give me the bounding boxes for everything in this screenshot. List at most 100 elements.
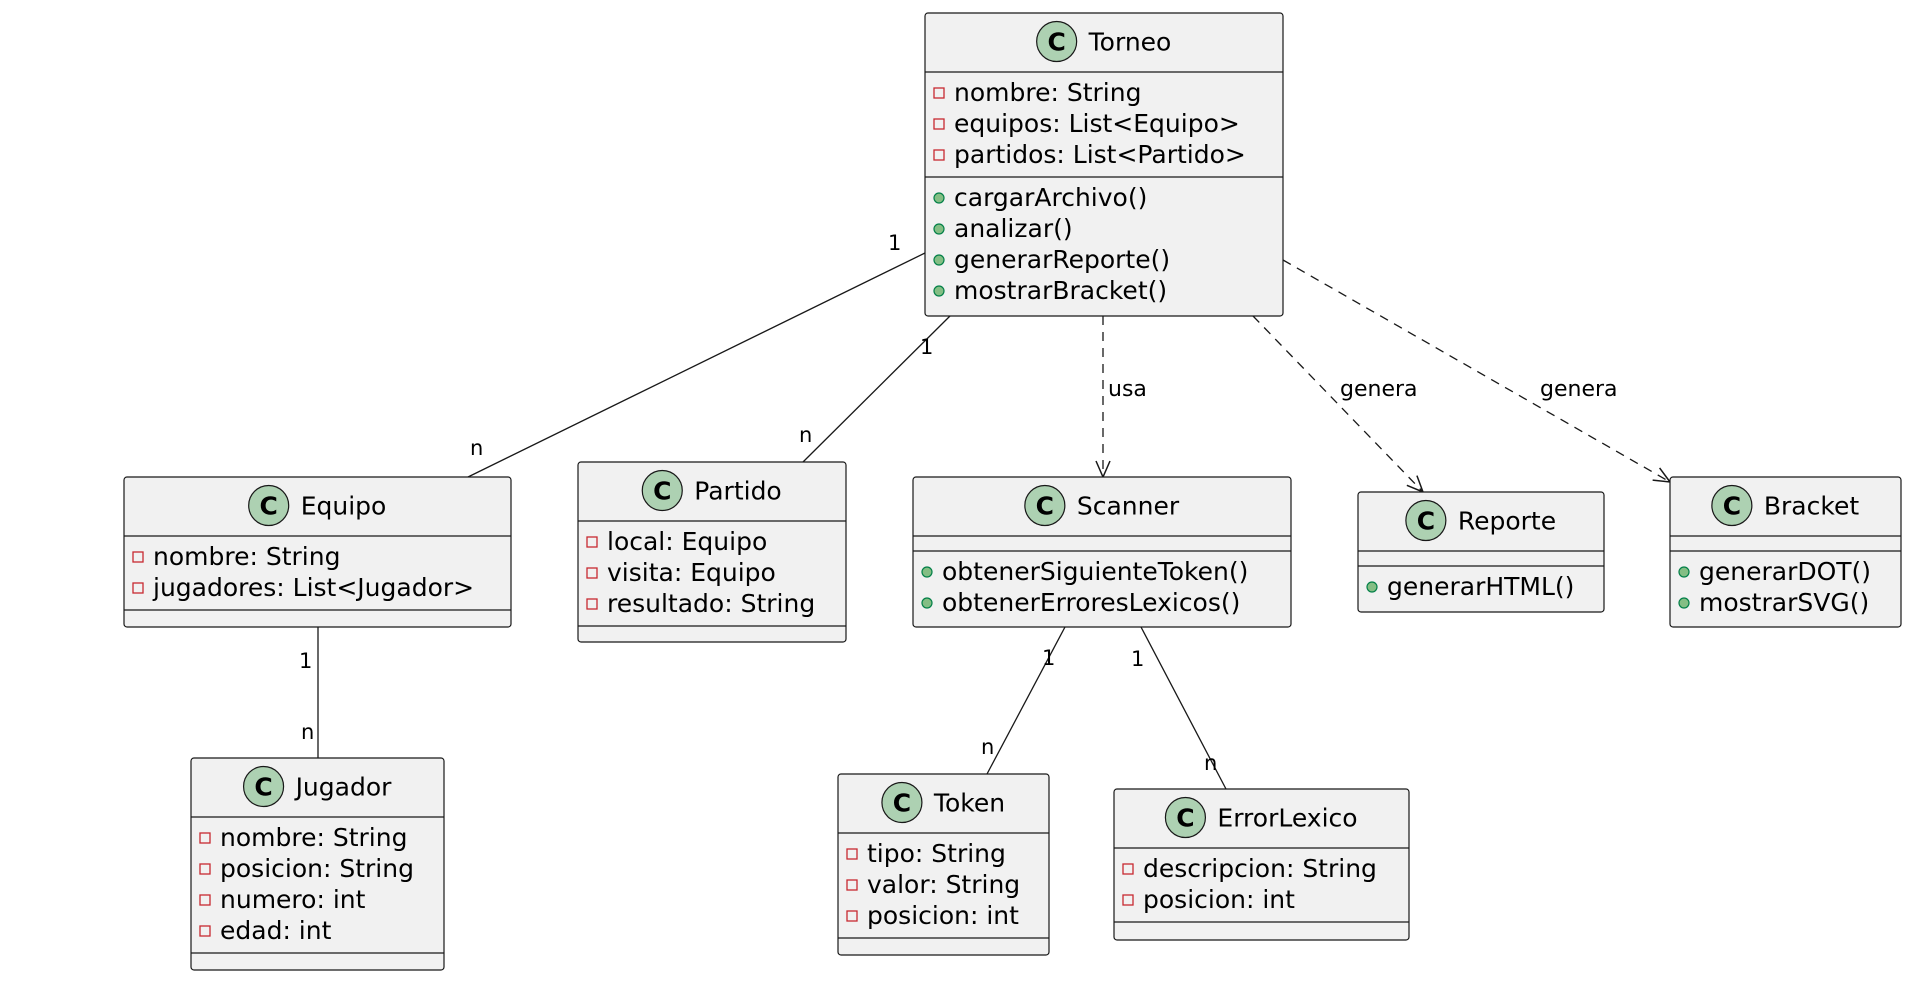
private-visibility-icon	[933, 149, 945, 161]
private-visibility-icon	[199, 894, 211, 906]
multiplicity-source: 1	[1042, 646, 1055, 670]
public-visibility-icon	[933, 192, 945, 204]
multiplicity-target: n	[470, 436, 483, 460]
class-name: Scanner	[1077, 492, 1180, 521]
public-visibility-icon	[1678, 597, 1690, 609]
class-attribute: descripcion: String	[1143, 854, 1377, 883]
dependency-line	[1282, 259, 1671, 483]
class-box	[912, 476, 1292, 628]
association-line	[802, 315, 951, 463]
multiplicity-target: n	[981, 735, 994, 759]
class-icon-letter: C	[1417, 507, 1435, 536]
class-name: Token	[933, 789, 1005, 818]
class-name: Torneo	[1088, 28, 1172, 57]
relation-torneo-reporte	[1252, 315, 1425, 494]
class-stereotype-icon	[242, 765, 285, 808]
class-attribute: partidos: List<Partido>	[954, 140, 1246, 169]
private-visibility-icon	[132, 582, 144, 594]
relation-labels-layer: 1 n 1 n usa genera genera 1 n 1 n 1 n	[299, 231, 1618, 775]
class-name: Reporte	[1458, 507, 1556, 536]
class-icon-letter: C	[1723, 492, 1741, 521]
relation-torneo-partido	[802, 315, 951, 463]
multiplicity-target: n	[1204, 751, 1217, 775]
multiplicity-source: 1	[888, 231, 901, 255]
dependency-line	[1252, 315, 1424, 493]
class-stereotype-icon	[1024, 484, 1066, 527]
public-visibility-icon	[921, 566, 933, 578]
association-line	[986, 626, 1066, 775]
class-icon-letter: C	[254, 773, 272, 802]
public-visibility-icon	[1366, 581, 1378, 593]
class-icon-letter: C	[260, 492, 278, 521]
private-visibility-icon	[199, 863, 211, 875]
class-box	[190, 757, 445, 971]
class-attribute: posicion: String	[220, 854, 414, 883]
private-visibility-icon	[1122, 894, 1134, 906]
class-name: Jugador	[294, 773, 393, 802]
multiplicity-source: 1	[1131, 647, 1144, 671]
class-method: generarDOT()	[1699, 557, 1871, 586]
class-attribute: nombre: String	[220, 823, 407, 852]
multiplicity-target: n	[301, 720, 314, 744]
association-line	[1140, 626, 1227, 790]
multiplicity-target: n	[799, 423, 812, 447]
class-method: mostrarBracket()	[954, 276, 1167, 305]
private-visibility-icon	[933, 118, 945, 130]
class-stereotype-icon	[641, 469, 683, 512]
relation-scanner-token	[986, 626, 1066, 775]
class-stereotype-icon	[1036, 20, 1078, 63]
relation-label: genera	[1540, 377, 1618, 402]
class-attribute: resultado: String	[607, 589, 815, 618]
class-name: ErrorLexico	[1217, 804, 1357, 833]
private-visibility-icon	[1122, 863, 1134, 875]
relation-torneo-bracket	[1282, 259, 1672, 483]
class-stereotype-icon	[881, 781, 923, 824]
public-visibility-icon	[933, 285, 945, 297]
class-stereotype-icon	[1164, 796, 1207, 839]
class-attribute: equipos: List<Equipo>	[954, 109, 1240, 138]
private-visibility-icon	[586, 536, 598, 548]
class-method: cargarArchivo()	[954, 183, 1147, 212]
private-visibility-icon	[132, 551, 144, 563]
class-attribute: valor: String	[867, 870, 1020, 899]
private-visibility-icon	[199, 832, 211, 844]
class-attribute: visita: Equipo	[607, 558, 776, 587]
relation-label: genera	[1340, 377, 1418, 402]
class-attribute: jugadores: List<Jugador>	[152, 573, 474, 602]
class-icon-letter: C	[1036, 492, 1054, 521]
class-method: obtenerSiguienteToken()	[942, 557, 1248, 586]
public-visibility-icon	[921, 597, 933, 609]
relation-label: usa	[1108, 377, 1147, 402]
class-box	[123, 476, 512, 628]
class-attribute: local: Equipo	[607, 527, 767, 556]
private-visibility-icon	[846, 910, 858, 922]
relation-scanner-errorlexico	[1140, 626, 1227, 790]
class-attribute: tipo: String	[867, 839, 1006, 868]
class-icon-letter: C	[1176, 804, 1194, 833]
private-visibility-icon	[846, 848, 858, 860]
class-attribute: nombre: String	[153, 542, 340, 571]
private-visibility-icon	[846, 879, 858, 891]
class-icon-letter: C	[653, 477, 671, 506]
class-method: mostrarSVG()	[1699, 588, 1869, 617]
class-attribute: edad: int	[220, 916, 332, 945]
class-attribute: nombre: String	[954, 78, 1141, 107]
association-line	[467, 252, 926, 478]
class-method: generarReporte()	[954, 245, 1170, 274]
class-box	[577, 461, 847, 643]
multiplicity-source: 1	[920, 335, 933, 359]
multiplicity-source: 1	[299, 649, 312, 673]
class-stereotype-icon	[1711, 484, 1753, 527]
class-stereotype-icon	[248, 484, 290, 527]
private-visibility-icon	[586, 598, 598, 610]
class-stereotype-icon	[1405, 499, 1447, 542]
